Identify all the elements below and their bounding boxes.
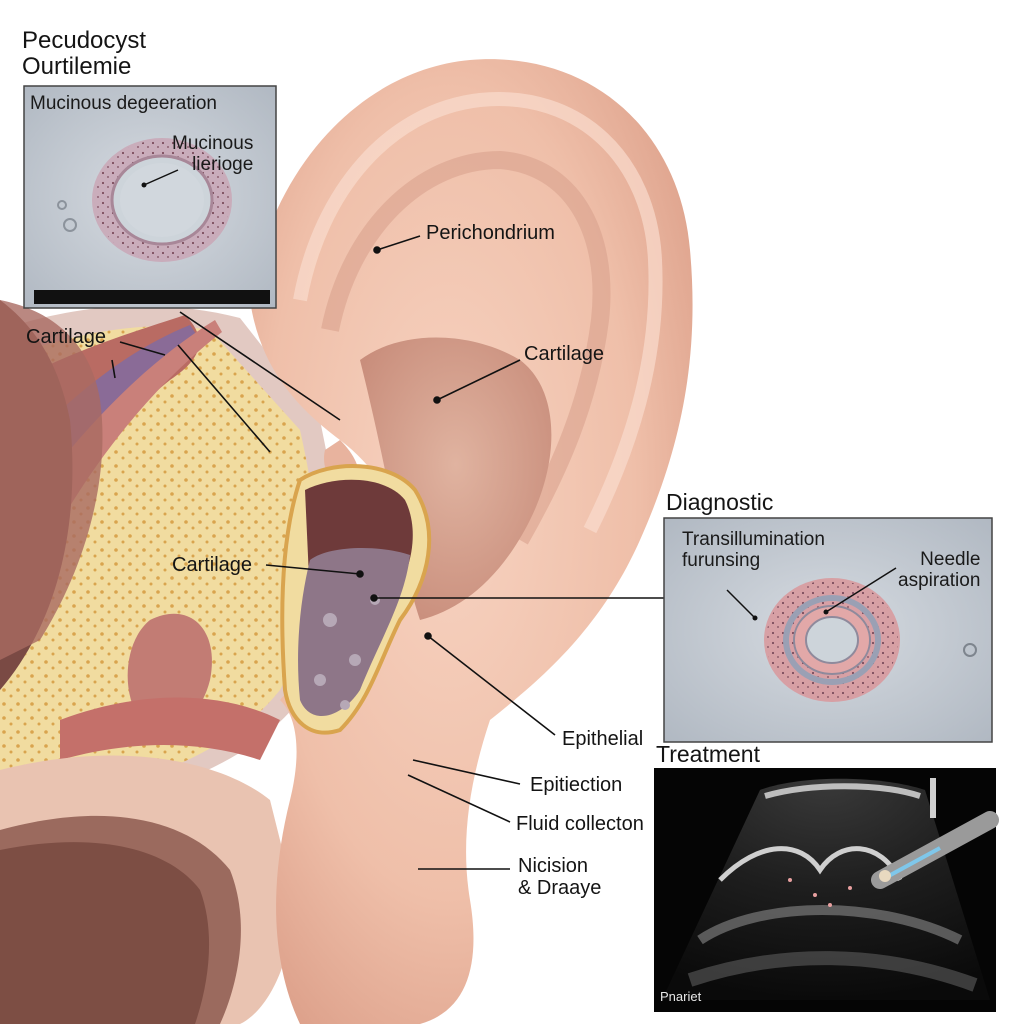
treatment-ultrasound — [654, 768, 999, 1012]
diagnostic-inset — [663, 517, 993, 743]
needle-aspiration-label: Needle aspiration — [898, 549, 981, 591]
treatment-heading: Treatment — [656, 741, 760, 767]
cross-section — [0, 300, 340, 1024]
histology-inset — [23, 85, 277, 309]
cartilage-center-label: Cartilage — [172, 554, 253, 576]
leader-lines — [111, 235, 664, 870]
histology-header-label: Mucinous degeeration — [30, 93, 217, 114]
diagnostic-heading: Diagnostic — [666, 489, 774, 515]
epithelial-label: Epithelial — [562, 728, 644, 750]
transillumination-label: Transillumination furunsing — [682, 529, 825, 571]
pseudocyst-pocket — [280, 464, 432, 735]
histology-pointer-label: Mucinous lierioge — [172, 133, 254, 175]
epitiection-label: Epitiection — [530, 774, 623, 796]
incision-drainage-label: Nicision & Draaye — [518, 855, 602, 899]
fluid-collection-label: Fluid collecton — [516, 813, 644, 835]
diagram-title: Pecudocyst Ourtilemie — [22, 27, 147, 81]
cartilage-left-label: Cartilage — [26, 326, 107, 348]
cartilage-helix-label: Cartilage — [524, 343, 605, 365]
ultrasound-caption: Pnariet — [660, 989, 702, 1004]
perichondrium-label: Perichondrium — [426, 222, 555, 244]
